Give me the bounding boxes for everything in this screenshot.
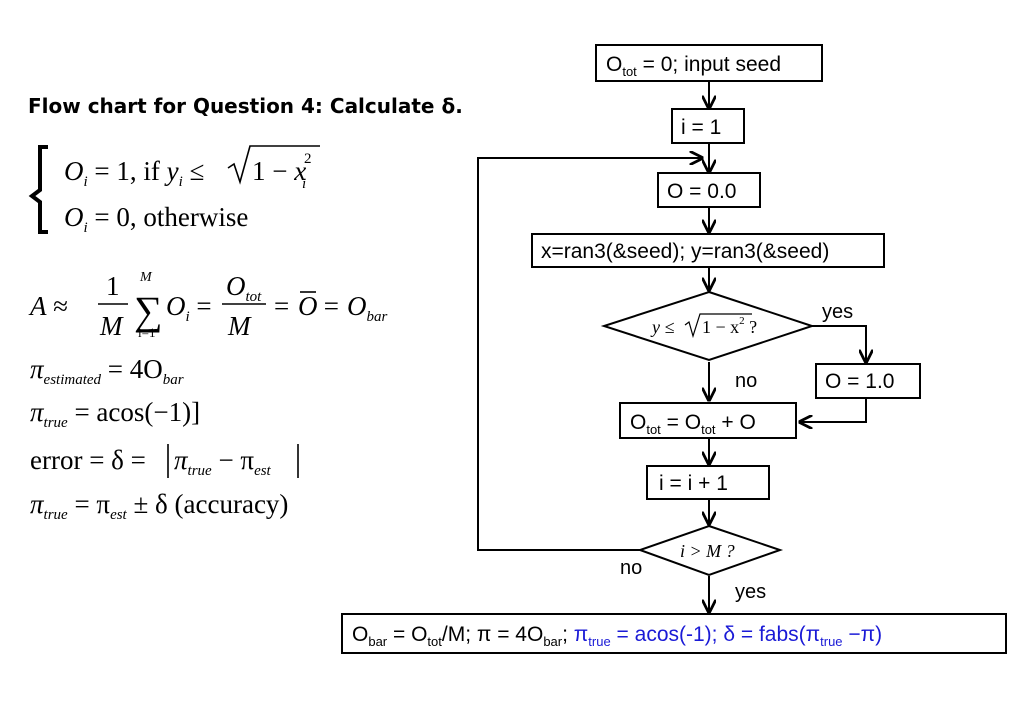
case-equation-2: Oi = 0, otherwise — [64, 202, 248, 236]
pi-true-eq: πtrue = acos(−1)] — [30, 397, 200, 431]
sum-upper: M — [139, 270, 153, 285]
accumulate-box — [619, 402, 797, 439]
increment-box — [646, 465, 770, 500]
pi-estimated-eq: πestimated = 4Obar — [30, 354, 184, 388]
sqrt-content-1: 1 − x — [252, 156, 306, 186]
increment-label: i = i + 1 — [659, 472, 728, 495]
sqrt-sup-1: 2 — [304, 151, 312, 167]
set-O-label: O = 1.0 — [825, 370, 894, 393]
final-box — [341, 613, 1007, 654]
area-eq2: = — [274, 291, 289, 321]
set-O-box — [815, 363, 921, 399]
init-i-label: i = 1 — [681, 116, 721, 139]
area-Oi: Oi = — [166, 291, 212, 325]
arrow-yes-to-setO — [812, 325, 866, 362]
area-eq3: = Obar — [322, 291, 387, 325]
condition-diamond-2 — [637, 524, 784, 577]
left-brace — [28, 145, 48, 234]
arrow-loop-back — [477, 158, 702, 551]
error-abs-content: πtrue − πest — [174, 445, 272, 479]
condition-1-label: y ≤ — [650, 317, 674, 337]
area-M: M — [99, 311, 124, 341]
init-i-box — [671, 108, 745, 144]
accumulate-label: Otot = Otot + O — [630, 411, 756, 437]
condition-diamond-1 — [600, 290, 816, 362]
no-label-2: no — [620, 557, 642, 579]
condition-2-label: i > M ? — [680, 541, 735, 561]
sum-sign: ∑ — [134, 288, 163, 333]
final-label: Obar = Otot/M; π = 4Obar; πtrue = acos(-… — [352, 623, 882, 649]
area-Otot: Otot — [226, 271, 262, 305]
random-box — [531, 233, 885, 268]
condition-1-sqrt — [684, 313, 752, 339]
start-label: Otot = 0; input seed — [606, 53, 781, 79]
condition-1-root: 1 − x2 ? — [702, 315, 757, 337]
sqrt-sign-1 — [227, 145, 320, 185]
area-one: 1 — [106, 271, 120, 301]
area-M2: M — [227, 311, 252, 341]
case-equation-1: Oi = 1, if yi ≤ — [64, 156, 204, 190]
flowchart — [341, 44, 1007, 654]
area-lhs: A ≈ — [28, 291, 68, 321]
equation-block: Oi = 1, if yi ≤ 1 − x i 2 Oi = 0, otherw… — [28, 145, 387, 523]
yes-label-2: yes — [735, 581, 766, 603]
accuracy-eq: πtrue = πest ± δ (accuracy) — [30, 489, 288, 523]
sum-lower: i=1 — [138, 325, 155, 340]
random-label: x=ran3(&seed); y=ran3(&seed) — [541, 240, 829, 263]
init-O-label: O = 0.0 — [667, 180, 736, 203]
init-O-box — [657, 172, 761, 208]
arrow-setO-to-accum — [800, 398, 867, 422]
slide-title: Flow chart for Question 4: Calculate δ. — [28, 94, 463, 118]
area-Obar: O — [298, 291, 318, 321]
no-label-1: no — [735, 370, 757, 392]
error-eq: error = δ = — [30, 445, 146, 475]
sqrt-sub-1: i — [302, 176, 306, 192]
start-box — [595, 44, 823, 82]
yes-label-1: yes — [822, 301, 853, 323]
